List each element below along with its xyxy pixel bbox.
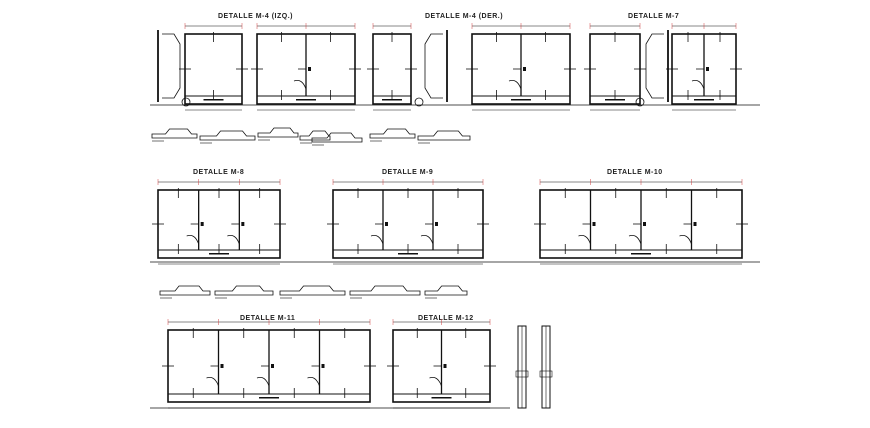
m11-panel-label-mark [259, 397, 279, 399]
m9-panel-tag [385, 222, 388, 226]
m11-panel-leader [256, 376, 270, 387]
m7-panel-b-tag [706, 67, 709, 71]
m4-izq-side-section [162, 33, 181, 99]
m8-panel-tag [200, 222, 204, 226]
m9-panel-tag [435, 222, 438, 226]
m4-der-panel-b-label-mark [511, 99, 531, 101]
title-m4-izq: DETALLE M-4 (IZQ.) [218, 13, 293, 20]
m4-der-panel-b-leader [508, 79, 522, 90]
m4-der-panel-b-tag [523, 67, 526, 71]
title-m12: DETALLE M-12 [418, 315, 474, 322]
m11-panel-leader [307, 376, 320, 387]
m11-panel-tag [271, 364, 274, 368]
m12-panel-label-mark [431, 397, 452, 399]
title-m7: DETALLE M-7 [628, 13, 679, 20]
m8-panel-leader [227, 234, 240, 245]
m9-panel-leader [420, 234, 434, 245]
m4-izq-panel-b-leader [293, 79, 307, 90]
m11-panel-tag [321, 364, 325, 368]
plan-section-strip [199, 130, 256, 141]
m10-panel-leader [628, 234, 642, 245]
m4-izq-panel-b-label-mark [296, 99, 316, 101]
plan-section-strip [257, 127, 299, 138]
m10-panel-tag [693, 222, 697, 226]
title-m9: DETALLE M-9 [382, 169, 433, 176]
m10-panel-leader [578, 234, 591, 245]
m8-panel-leader [186, 234, 200, 245]
m11-panel-leader [206, 376, 219, 387]
m4-izq-panel-b-tag [308, 67, 311, 71]
m4-izq-side-footing-mark [181, 97, 191, 107]
m10-panel-tag [643, 222, 646, 226]
vertical-section-detail [539, 370, 553, 378]
title-m8: DETALLE M-8 [193, 169, 244, 176]
plan-section-strip [424, 285, 468, 296]
plan-section-strip [299, 130, 331, 141]
m7-side-section [645, 33, 664, 99]
plan-section-strip [349, 285, 421, 296]
m7-panel-b-label-mark [694, 99, 714, 101]
m7-panel-b-leader [691, 79, 705, 90]
m10-panel-leader [679, 234, 692, 245]
m10-panel-tag [592, 222, 596, 226]
m4-der-side-section [424, 33, 443, 99]
plan-section-strip [369, 128, 416, 139]
m11-panel-tag [220, 364, 224, 368]
title-m4-der: DETALLE M-4 (DER.) [425, 13, 503, 20]
plan-section-strip [151, 128, 198, 139]
plan-section-strip [214, 285, 274, 296]
m9-panel-leader [370, 234, 384, 245]
plan-section-strip [311, 132, 363, 143]
plan-section-strip [279, 285, 346, 296]
plan-section-strip [159, 285, 211, 296]
m12-panel-tag [443, 364, 447, 368]
m4-der-side-footing-mark [414, 97, 424, 107]
m7-side-footing-mark [635, 97, 645, 107]
title-m11: DETALLE M-11 [240, 315, 295, 322]
m8-panel-tag [241, 222, 245, 226]
title-m10: DETALLE M-10 [607, 169, 663, 176]
m10-panel-label-mark [631, 253, 651, 255]
vertical-section-detail [515, 370, 529, 378]
m12-panel-leader [429, 376, 442, 387]
plan-section-strip [417, 130, 471, 141]
